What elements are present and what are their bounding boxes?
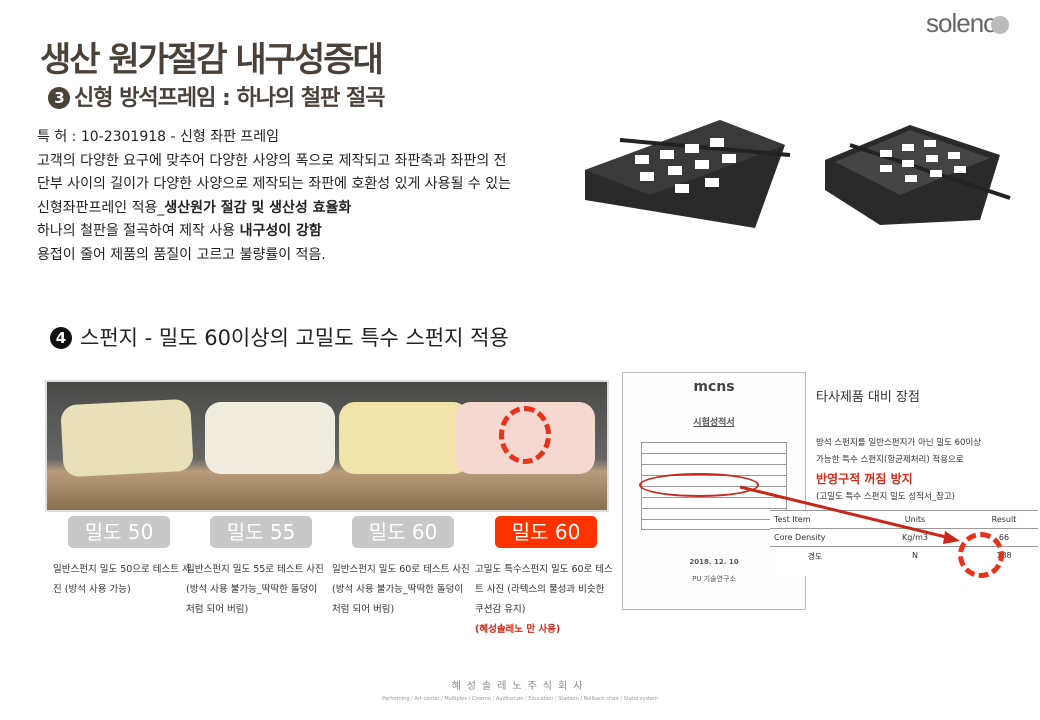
density-label-highlight: 밀도 60	[495, 516, 597, 548]
seat-frame-photo	[585, 120, 791, 228]
advantage-text: 방석 스펀지를 일반스펀지가 아닌 밀도 60이상	[816, 438, 982, 448]
logo-text: soleno	[926, 8, 998, 38]
desc-bold: 생산원가 절감 및 생산성 효율화	[164, 199, 352, 216]
caption-text: 고밀도 특수스펀지 밀도 60로 테스트 사진 (라텍스의 물성과 비슷한 쿠션…	[475, 564, 613, 615]
advantage-panel: 타사제품 대비 장점 방석 스펀지를 일반스펀지가 아닌 밀도 60이상 가능한…	[816, 386, 1036, 506]
report-date: 2018. 12. 10	[689, 558, 739, 566]
table-cell: Core Density	[770, 528, 860, 546]
seat-frame-photo	[825, 125, 1011, 225]
sponge-60	[339, 402, 469, 474]
desc-line: 하나의 철판을 절곡하여 제작 사용 내구성이 강함	[37, 220, 511, 244]
section4-heading: 4 스펀지 - 밀도 60이상의 고밀도 특수 스펀지 적용	[50, 322, 509, 352]
sponge-caption: 일반스펀지 밀도 60로 테스트 사진 (방석 사용 불가능_딱딱한 돌덩이 처…	[332, 564, 470, 615]
seat-frame-images	[585, 120, 1011, 228]
desc-line: 신형좌판프레인 적용_생산원가 절감 및 생산성 효율화	[37, 197, 511, 221]
table-header: Units	[904, 515, 926, 524]
report-logo: mcns	[693, 379, 735, 395]
sponge-caption: 고밀도 특수스펀지 밀도 60로 테스트 사진 (라텍스의 물성과 비슷한 쿠션…	[475, 560, 615, 640]
report-title: 시험성적서	[693, 418, 735, 428]
density-label: 밀도 55	[210, 516, 312, 548]
sponge-test-photo	[45, 380, 609, 512]
highlight-circle	[958, 532, 1004, 578]
brand-logo: soleno	[926, 8, 1009, 39]
section3-title: 신형 방석프레임 : 하나의 철판 절곡	[74, 86, 385, 111]
patent-number: 특 허 : 10-2301918 - 신형 좌판 프레임	[37, 129, 280, 145]
footer: 혜성솔레노주식회사 Performing / Art center / Mult…	[0, 677, 1040, 702]
sponge-caption: 일반스펀지 밀도 55로 테스트 사진 (방석 사용 불가능_딱딱한 돌덩이 처…	[186, 564, 324, 615]
sponge-caption: 일반스펀지 밀도 50으로 테스트 사진 (방석 사용 가능)	[53, 564, 191, 595]
caption-note: (혜성솔레노 만 사용)	[475, 624, 561, 635]
desc-text: 하나의 철판을 절곡하여 제작 사용	[37, 223, 240, 239]
table-header: Result	[991, 515, 1017, 524]
section4-number: 4	[50, 327, 72, 349]
table-cell: 188	[970, 546, 1038, 566]
company-tagline: Performing / Art center / Multiplex / Ci…	[382, 696, 658, 702]
table-cell: 66	[970, 528, 1038, 546]
sponge-55	[205, 402, 335, 474]
company-name: 혜성솔레노주식회사	[451, 681, 589, 692]
desc-bold: 내구성이 강함	[239, 223, 322, 239]
density-label: 밀도 60	[352, 516, 454, 548]
patent-description: 특 허 : 10-2301918 - 신형 좌판 프레임 고객의 다양한 요구에…	[37, 126, 511, 267]
highlight-ellipse	[639, 473, 759, 497]
highlight-circle	[499, 406, 551, 464]
desc-text: 신형좌판프레인 적용_	[37, 199, 165, 216]
desc-line: 용접이 줄어 제품의 품질이 고르고 불량률이 적음.	[37, 246, 326, 263]
table-cell: 경도	[770, 546, 860, 566]
logo-mark	[990, 16, 1009, 35]
page-title: 생산 원가절감 내구성증대	[40, 40, 384, 80]
desc-line: 단부 사이의 길이가 다양한 사양으로 제작되는 좌판에 호환성 있게 사용될 …	[37, 176, 511, 192]
table-header: Test Item	[774, 515, 811, 524]
table-cell: N	[860, 546, 970, 566]
advantage-text: 가능한 특수 스펀지(항균제처리) 적용으로	[816, 455, 964, 465]
advantage-title: 타사제품 대비 장점	[816, 390, 920, 405]
result-table-excerpt: Test Item Units Result Core Density Kg/m…	[770, 510, 1038, 578]
density-label: 밀도 50	[68, 516, 170, 548]
advantage-note: (고밀도 특수 스펀지 밀도 성적서_참고)	[816, 492, 955, 502]
section4-title: 스펀지 - 밀도 60이상의 고밀도 특수 스펀지 적용	[80, 326, 509, 350]
advantage-highlight: 반영구적 꺼짐 방지	[816, 472, 913, 486]
section3-number: 3	[48, 87, 70, 109]
desc-line: 고객의 다양한 요구에 맞추어 다양한 사양의 폭으로 제작되고 좌판축과 좌판…	[37, 152, 507, 169]
report-org: PU 기술연구소	[692, 575, 736, 583]
